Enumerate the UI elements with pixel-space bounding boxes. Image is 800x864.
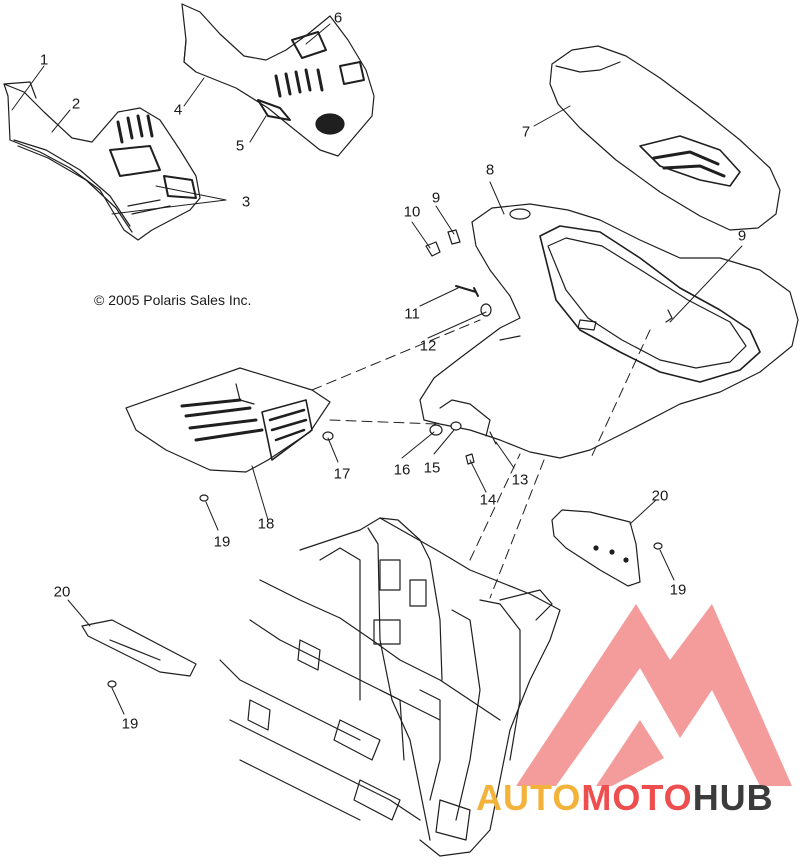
hardware (107, 229, 673, 688)
rear-rack (125, 367, 331, 473)
upper-footwell-panel (181, 3, 375, 157)
callout-9-upper: 9 (431, 189, 441, 207)
callout-10: 10 (403, 203, 421, 221)
callout-14: 14 (479, 491, 497, 509)
callout-5: 5 (235, 137, 245, 155)
callout-16: 16 (393, 461, 411, 479)
seat (549, 45, 781, 231)
callout-17: 17 (333, 465, 351, 483)
watermark-logo (516, 604, 792, 786)
callout-6: 6 (333, 9, 343, 27)
callout-18: 18 (257, 515, 275, 533)
callout-7: 7 (521, 123, 531, 141)
watermark-hub: HUB (692, 777, 774, 818)
right-side-panel (551, 509, 641, 587)
watermark-moto: MOTO (581, 777, 693, 818)
watermark-text: AUTOMOTOHUB (476, 780, 774, 816)
callout-3: 3 (241, 193, 251, 211)
callout-20-left: 20 (53, 583, 71, 601)
watermark-auto: AUTO (476, 777, 582, 818)
assembly-lines (311, 319, 651, 599)
leader-lines (11, 23, 743, 715)
callout-4: 4 (173, 101, 183, 119)
rear-fender (419, 203, 799, 459)
callout-11: 11 (404, 305, 420, 323)
copyright-notice: © 2005 Polaris Sales Inc. (94, 292, 252, 308)
callout-19-right: 19 (669, 581, 687, 599)
left-floor-plate (81, 619, 197, 677)
callout-1: 1 (39, 51, 49, 69)
callout-15: 15 (423, 459, 441, 477)
callout-2: 2 (71, 95, 81, 113)
callout-19-center: 19 (213, 533, 231, 551)
callout-19-left: 19 (121, 715, 139, 733)
callout-8: 8 (485, 161, 495, 179)
callout-9-right: 9 (737, 227, 747, 245)
left-footwell-panel (3, 81, 201, 241)
callout-12: 12 (419, 337, 437, 355)
callout-20-right: 20 (651, 487, 669, 505)
frame (219, 517, 561, 857)
callout-13: 13 (511, 471, 529, 489)
